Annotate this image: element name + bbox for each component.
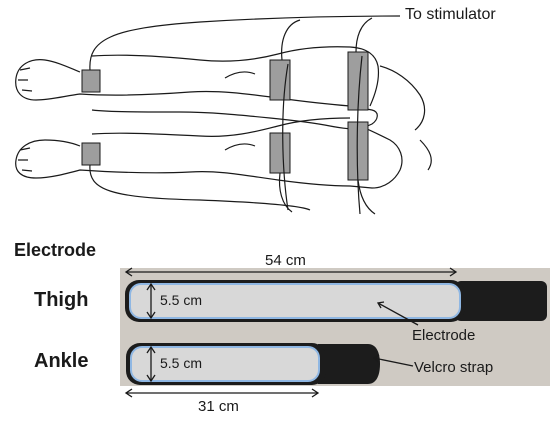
- wire-lower-ankle: [89, 164, 311, 211]
- lower-leg-knee-line: [224, 143, 256, 151]
- pad-upper-ankle: [81, 69, 101, 93]
- pad-lower-thigh-low: [269, 132, 291, 174]
- row-label-thigh: Thigh: [34, 289, 89, 311]
- lower-leg-foot-toes: [18, 147, 33, 172]
- upper-leg-foot-toes: [18, 67, 33, 92]
- velcro-callout-arrow: [373, 357, 414, 367]
- thigh-strap: [125, 280, 547, 322]
- length-bottom-label: 31 cm: [198, 398, 239, 415]
- pad-lower-ankle: [81, 142, 101, 166]
- thigh-velcro-strap: [455, 281, 547, 321]
- wire-upper-thigh-high: [355, 17, 373, 53]
- wire-upper-thigh-low: [281, 19, 301, 61]
- upper-leg-knee-line: [224, 71, 256, 79]
- electrode-callout-arrow: [377, 302, 419, 326]
- wire-lower-thigh-high: [357, 179, 376, 215]
- electrode-heading: Electrode: [14, 240, 97, 260]
- ankle-electrode-surface: [130, 346, 320, 382]
- ankle-width-label: 5.5 cm: [160, 355, 203, 371]
- callout-electrode: Electrode: [412, 327, 476, 344]
- wire-lower-to-upper: [282, 63, 289, 211]
- upper-leg-outline: [15, 46, 380, 130]
- thigh-electrode-surface: [129, 283, 461, 319]
- wire-lower-to-upper-2: [356, 55, 363, 215]
- wire-lower-thigh-low: [278, 172, 293, 213]
- leg-electrode-pads: [81, 51, 369, 181]
- stimulator-label: To stimulator: [405, 6, 496, 23]
- lower-leg-outline: [15, 117, 403, 189]
- legs-illustration: [15, 46, 432, 189]
- length-top-label: 54 cm: [265, 252, 306, 269]
- row-label-ankle: Ankle: [34, 350, 89, 372]
- hip-line: [379, 65, 432, 171]
- thigh-width-label: 5.5 cm: [160, 292, 203, 308]
- ankle-strap: [126, 343, 380, 385]
- pad-upper-thigh-low: [269, 59, 291, 101]
- wire-upper-ankle: [89, 15, 401, 71]
- ankle-velcro-strap: [318, 344, 380, 384]
- stimulator-wires: [89, 15, 401, 215]
- callout-velcro: Velcro strap: [414, 359, 494, 376]
- dimension-arrows: [124, 267, 458, 398]
